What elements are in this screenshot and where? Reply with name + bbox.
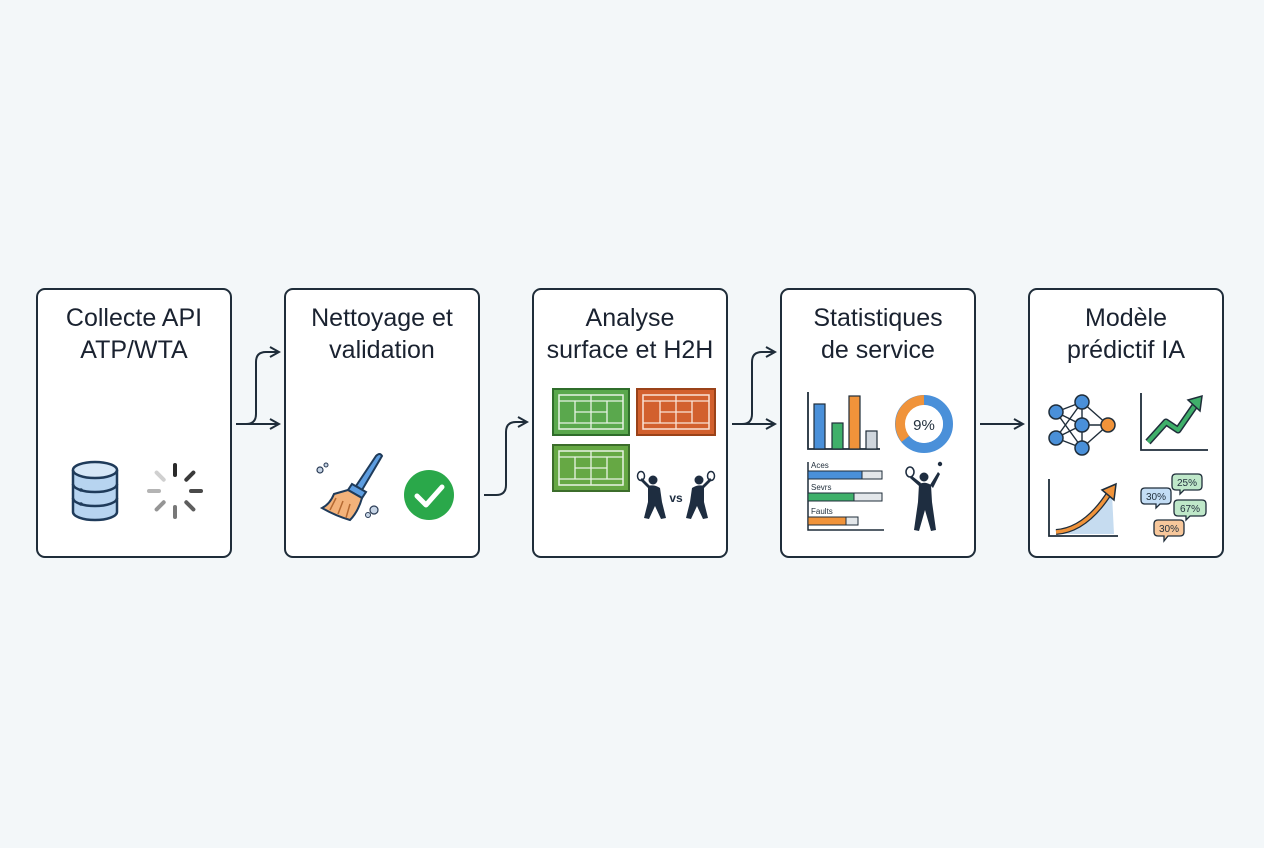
step-title: Collecte API ATP/WTA [65, 304, 203, 364]
bar-label-sevrs: Sevrs [811, 483, 831, 492]
bubble-label-3: 67% [1180, 504, 1200, 515]
step-title: Modèle prédictif IA [1066, 304, 1186, 364]
probability-bubbles-icon: 25% 30% 67% 30% [1140, 473, 1207, 543]
bubble-label-2: 30% [1146, 492, 1166, 503]
loading-spinner-icon [147, 463, 203, 519]
trend-up-icon [1140, 393, 1208, 451]
broom-icon [316, 453, 384, 522]
bar-label-faults: Faults [811, 507, 833, 516]
step-title: Nettoyage et validation [311, 304, 453, 364]
clay-court-icon [636, 388, 716, 436]
database-icon [71, 460, 119, 522]
step-statistiques-service: Statistiques de service 9% Aces Sevrs Fa… [780, 288, 976, 558]
step-analyse-surface-h2h: Analyse surface et H2H vs [532, 288, 728, 558]
donut-chart-icon: 9% [895, 395, 953, 453]
growth-curve-icon [1048, 479, 1118, 537]
vs-label: vs [669, 491, 683, 505]
neural-network-icon [1048, 394, 1116, 456]
grass-court-icon [552, 388, 630, 436]
step-modele-predictif: Modèle prédictif IA 25% 30% 67% [1028, 288, 1224, 558]
step-title: Statistiques de service [813, 304, 943, 364]
step-nettoyage-validation: Nettoyage et validation [284, 288, 480, 558]
donut-value: 9% [913, 417, 935, 434]
bar-chart-icon [807, 392, 880, 450]
checkmark-icon [404, 470, 454, 520]
hard-court-icon [552, 444, 630, 492]
bubble-label-4: 30% [1159, 524, 1179, 535]
tennis-serve-player-icon [905, 461, 943, 531]
arrow-3-4-branch [741, 352, 775, 425]
step-collecte-api: Collecte API ATP/WTA [36, 288, 232, 558]
bubble-label-1: 25% [1177, 478, 1197, 489]
step-title: Analyse surface et H2H [546, 304, 714, 364]
arrow-1-2-branch [245, 352, 279, 425]
head-to-head-players-icon: vs [636, 470, 716, 519]
bar-label-aces: Aces [811, 461, 829, 470]
service-bars-icon: Aces Sevrs Faults [807, 461, 884, 531]
arrow-2-3 [484, 422, 527, 496]
